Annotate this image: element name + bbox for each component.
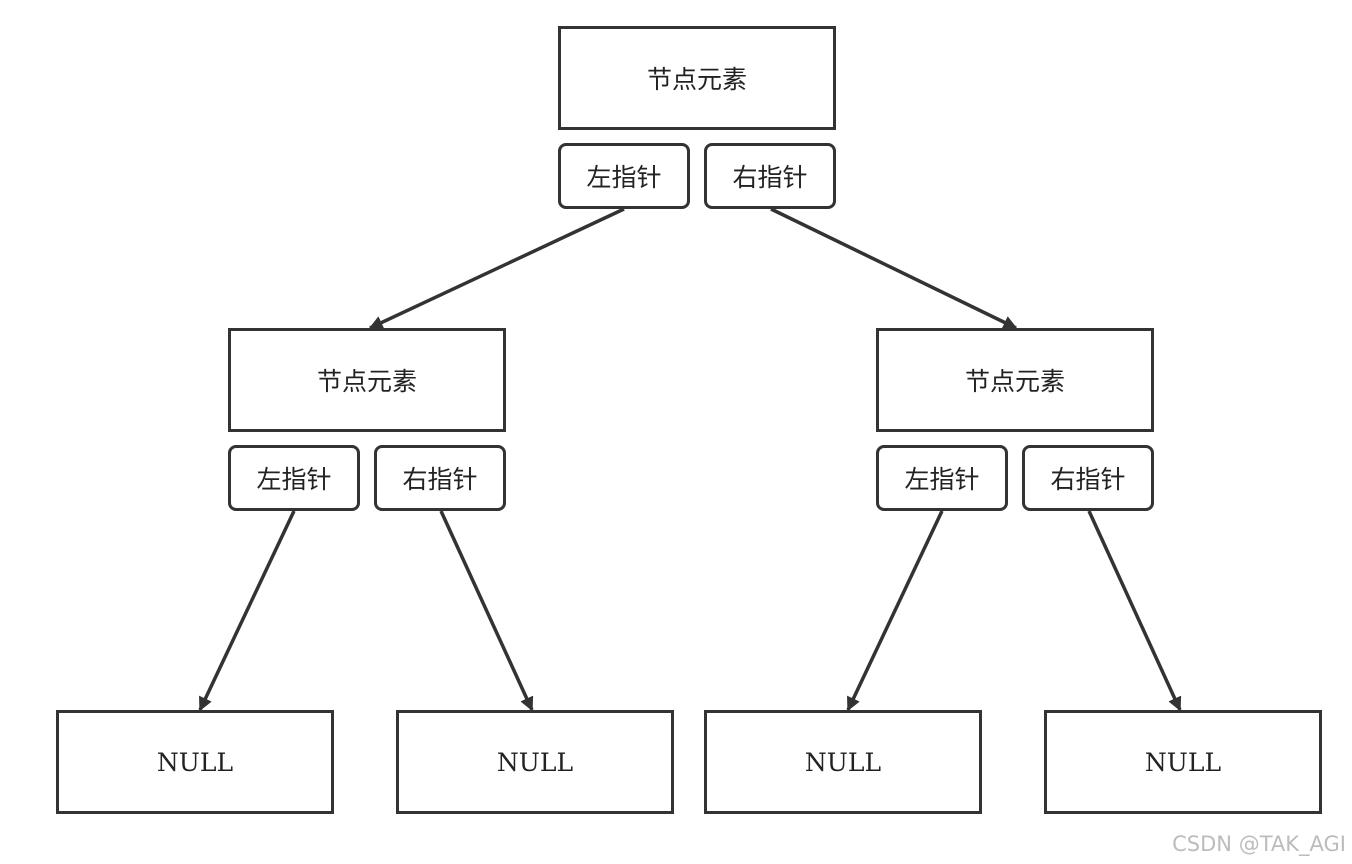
null-leaf-4-label: NULL [1144,747,1222,777]
left-child-left-pointer-box: 左指针 [228,445,360,511]
right-child-left-pointer-label: 左指针 [904,465,980,494]
edge-root-left [368,207,625,330]
null-leaf-3: NULL [704,710,982,814]
edge-left-left [198,510,296,712]
right-child-element-box: 节点元素 [876,328,1154,432]
left-child-element-box: 节点元素 [228,328,506,432]
root-right-pointer-box: 右指针 [704,143,836,209]
left-child-left-pointer-label: 左指针 [256,465,332,494]
root-element-box: 节点元素 [558,26,836,130]
right-child-left-pointer-box: 左指针 [876,445,1008,511]
right-child-element-label: 节点元素 [964,367,1065,396]
null-leaf-4: NULL [1044,710,1322,814]
edge-left-right [439,510,534,712]
watermark: CSDN @TAK_AGI [1172,832,1346,856]
null-leaf-1-label: NULL [156,747,234,777]
edge-right-left [846,510,944,712]
root-right-pointer-label: 右指针 [732,163,808,192]
null-leaf-2: NULL [396,710,674,814]
null-leaf-2-label: NULL [496,747,574,777]
left-child-right-pointer-box: 右指针 [374,445,506,511]
edge-right-right [1087,510,1182,712]
root-element-label: 节点元素 [646,65,747,94]
right-child-right-pointer-label: 右指针 [1050,465,1126,494]
null-leaf-1: NULL [56,710,334,814]
root-left-pointer-box: 左指针 [558,143,690,209]
root-left-pointer-label: 左指针 [586,163,662,192]
null-leaf-3-label: NULL [804,747,882,777]
right-child-right-pointer-box: 右指针 [1022,445,1154,511]
left-child-right-pointer-label: 右指针 [402,465,478,494]
left-child-element-label: 节点元素 [316,367,417,396]
edge-root-right [770,207,1018,330]
